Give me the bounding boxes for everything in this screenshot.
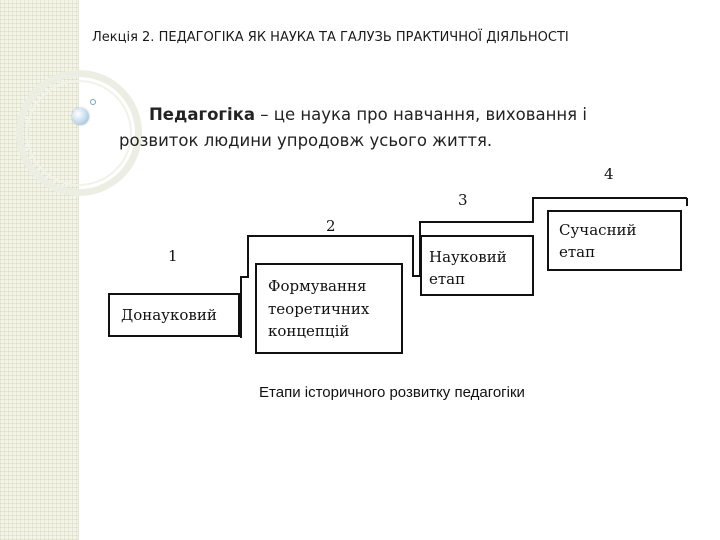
definition-paragraph: Педагогіка – це наука про навчання, вихо… [119,102,699,154]
decorative-ring [16,70,142,196]
stage-label-theoretical-line-1: Формування [268,277,366,295]
stage-label-theoretical-line-2: теоретичних [268,300,370,318]
definition-term: Педагогіка [149,105,256,124]
stage-number-1: 1 [168,247,178,265]
stage-box-prescientific [108,293,240,337]
strip-edge [78,0,79,540]
stage-box-theoretical-concepts [255,263,403,354]
stage-label-prescientific: Донауковий [121,306,217,324]
staircase-connector [240,197,687,338]
definition-line-2: розвиток людини упродовж усього життя. [119,131,493,150]
stage-number-2: 2 [326,217,336,235]
stage-label-theoretical-line-3: концепцій [268,322,349,340]
stage-number-3: 3 [458,191,468,209]
stage-label-modern-line-1: Сучасний [559,221,637,239]
stage-box-scientific [420,235,534,296]
decorative-ring-inner [26,80,132,186]
stage-label-scientific-line-2: етап [429,270,465,288]
diagram-caption: Етапи історичного розвитку педагогіки [259,384,525,401]
decorative-small-circle-icon [90,99,96,105]
slide-title: Лекція 2. ПЕДАГОГІКА ЯК НАУКА ТА ГАЛУЗЬ … [92,30,569,45]
stage-box-modern [547,210,682,271]
stage-number-4: 4 [604,165,614,183]
stage-label-modern-line-2: етап [559,243,595,261]
stage-label-scientific-line-1: Науковий [429,248,507,266]
decorative-bullet-icon [72,108,89,125]
definition-line-1: – це наука про навчання, виховання і [255,105,587,124]
